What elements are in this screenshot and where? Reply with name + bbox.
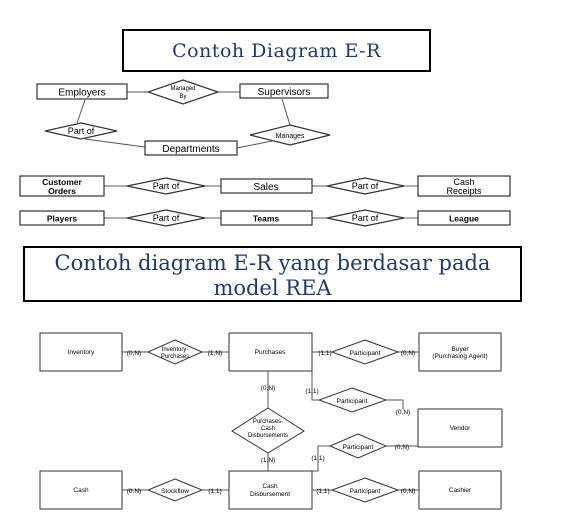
label-stockflow: Stockflow [161, 488, 189, 495]
title-1: Contoh Diagram E-R [172, 40, 381, 62]
entity-cash [39, 470, 123, 510]
label-inventory: Inventory [68, 349, 95, 356]
relationship-part-of-2a [126, 177, 206, 195]
label-participant-3: Participant [343, 444, 374, 451]
relationship-inventory-purchases [146, 339, 204, 365]
relationship-stockflow [146, 478, 204, 502]
relationship-part-of-3b [326, 209, 405, 227]
entity-teams [220, 210, 313, 226]
card-vendor-bottom: (0,N) [395, 444, 409, 451]
entity-cash-receipts [417, 175, 511, 197]
entity-vendor [417, 408, 503, 448]
label-pcd-1: Purchases- [253, 419, 283, 425]
label-employers: Employers [58, 88, 105, 99]
relationship-participant-2 [317, 387, 388, 413]
label-participant-2: Participant [337, 398, 368, 405]
entity-players [19, 210, 105, 226]
relationship-participant-4 [330, 477, 400, 503]
title-box-1: Contoh Diagram E-R [122, 29, 431, 72]
entity-inventory [39, 332, 123, 372]
label-departments: Departments [162, 144, 219, 155]
card-cash-disb-vendor: (1,1) [311, 455, 324, 462]
label-pcd-3: Disbursements [248, 433, 288, 439]
card-purchases-down: (0,N) [261, 385, 275, 392]
label-managed-by-1: Managed [170, 86, 195, 92]
label-vendor: Vendor [450, 425, 471, 432]
card-cash: (0,N) [127, 488, 141, 495]
relationship-manages [249, 124, 331, 146]
title-2-line-1: Contoh diagram E-R yang berdasar pada [54, 251, 491, 275]
label-players: Players [47, 214, 78, 224]
label-cash-disbursement-1: Cash [262, 483, 278, 490]
label-manages: Manages [276, 133, 305, 140]
entity-departments [144, 140, 238, 156]
label-inventory-purchases-2: Purchases [161, 354, 189, 360]
label-participant-1: Participant [350, 350, 381, 357]
label-buyer-2: (Purchasing Agent) [432, 353, 487, 360]
label-customer-orders-1: Customer [42, 177, 82, 187]
label-managed-by-2: By [179, 94, 186, 100]
relationship-purchases-cash-disbursements [231, 407, 305, 454]
relationship-part-of-3a [126, 209, 206, 227]
card-purchases-right: (1,1) [318, 350, 331, 357]
relationship-participant-1 [330, 339, 400, 365]
label-cash-receipts-1: Cash [453, 177, 474, 187]
entity-cashier [418, 470, 502, 510]
label-part-of-1: Part of [68, 126, 95, 136]
card-purchases-vendor: (1,1) [305, 388, 318, 395]
label-participant-4: Participant [350, 488, 381, 495]
relationship-part-of-1 [44, 122, 118, 140]
label-pcd-2: Cash [261, 426, 275, 432]
title-2-line-2: model REA [213, 276, 332, 300]
entity-supervisors [239, 83, 329, 99]
label-league: League [449, 214, 479, 224]
card-vendor-top: (0,N) [396, 409, 410, 416]
label-cash-receipts-2: Receipts [446, 186, 482, 196]
label-customer-orders-2: Orders [48, 186, 76, 196]
entity-cash-disbursement [228, 470, 313, 510]
card-buyer: (0,N) [401, 350, 415, 357]
entity-buyer [418, 332, 502, 372]
label-cashier: Cashier [449, 487, 472, 494]
label-buyer-1: Buyer [452, 346, 470, 353]
card-cashier: (0,N) [401, 488, 415, 495]
label-sales: Sales [253, 182, 278, 193]
card-cash-disb-left: (1,1) [208, 488, 221, 495]
relationship-part-of-2b [326, 177, 405, 195]
label-part-of-2a: Part of [153, 181, 180, 191]
entity-purchases [228, 332, 313, 372]
label-purchases: Purchases [255, 349, 286, 356]
title-box-2: Contoh diagram E-R yang berdasar pada mo… [23, 246, 522, 302]
label-inventory-purchases-1: Inventory- [162, 347, 189, 353]
label-part-of-3b: Part of [352, 213, 379, 223]
label-supervisors: Supervisors [258, 87, 311, 98]
relationship-managed-by [146, 79, 220, 105]
label-part-of-2b: Part of [352, 181, 379, 191]
card-cash-disb-right: (1,1) [316, 488, 329, 495]
relationship-participant-3 [328, 433, 388, 459]
card-cash-disb-top: (1,N) [261, 457, 275, 464]
entity-sales [220, 178, 313, 194]
label-part-of-3a: Part of [153, 213, 180, 223]
entity-customer-orders [19, 175, 105, 197]
label-teams: Teams [253, 214, 280, 224]
card-inventory: (0,N) [127, 350, 141, 357]
entity-league [417, 210, 511, 226]
card-purchases-left: (1,N) [208, 350, 222, 357]
label-cash: Cash [73, 487, 89, 494]
label-cash-disbursement-2: Disbursement [250, 491, 290, 498]
entity-employers [36, 83, 128, 100]
